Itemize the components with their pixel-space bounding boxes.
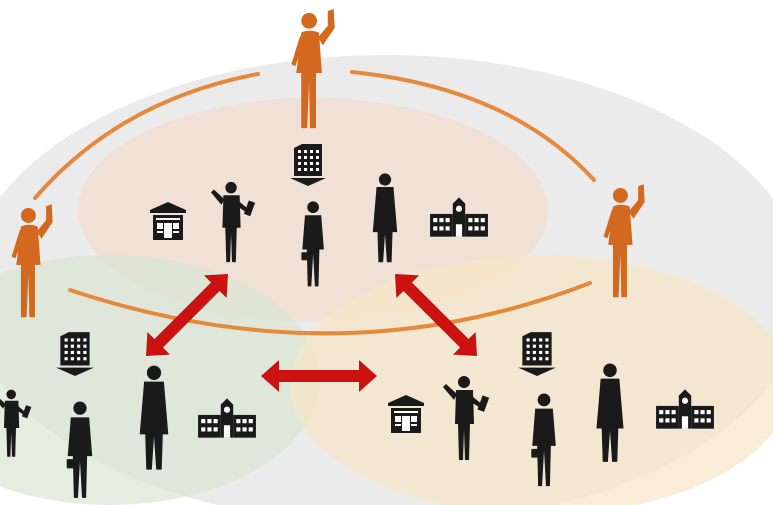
ring-arc-top-left xyxy=(33,72,260,200)
shrine-icon xyxy=(150,202,186,240)
ring-arc-top-right xyxy=(350,70,596,182)
shrine-icon xyxy=(388,395,424,433)
double-arrow-icon xyxy=(394,273,478,357)
ring-arc-bottom xyxy=(68,281,592,336)
double-arrow-icon xyxy=(261,360,377,392)
office-building-icon xyxy=(290,144,326,186)
right-group-ellipse xyxy=(290,255,773,505)
office-building-icon xyxy=(56,332,94,376)
office-building-icon xyxy=(518,332,556,376)
double-arrow-icon xyxy=(145,273,229,357)
